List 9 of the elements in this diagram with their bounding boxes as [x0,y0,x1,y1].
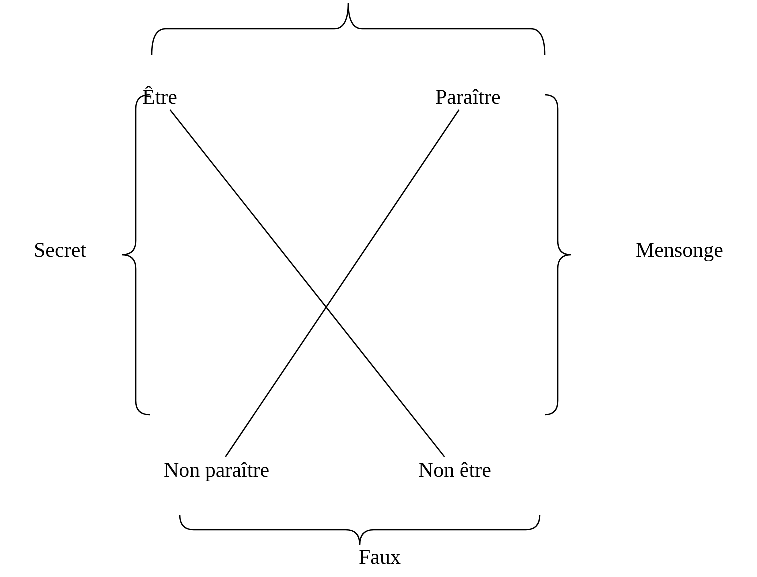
side-label: Faux [358,544,402,570]
side-label: Secret [33,237,88,263]
concept-label: Paraître [434,84,503,110]
connector-line [225,110,460,458]
connector-line [170,110,446,458]
side-label: Mensonge [635,237,724,263]
concept-label: Non paraître [162,457,272,483]
concept-label: Être [140,84,180,110]
concept-label: Non être [416,457,494,483]
